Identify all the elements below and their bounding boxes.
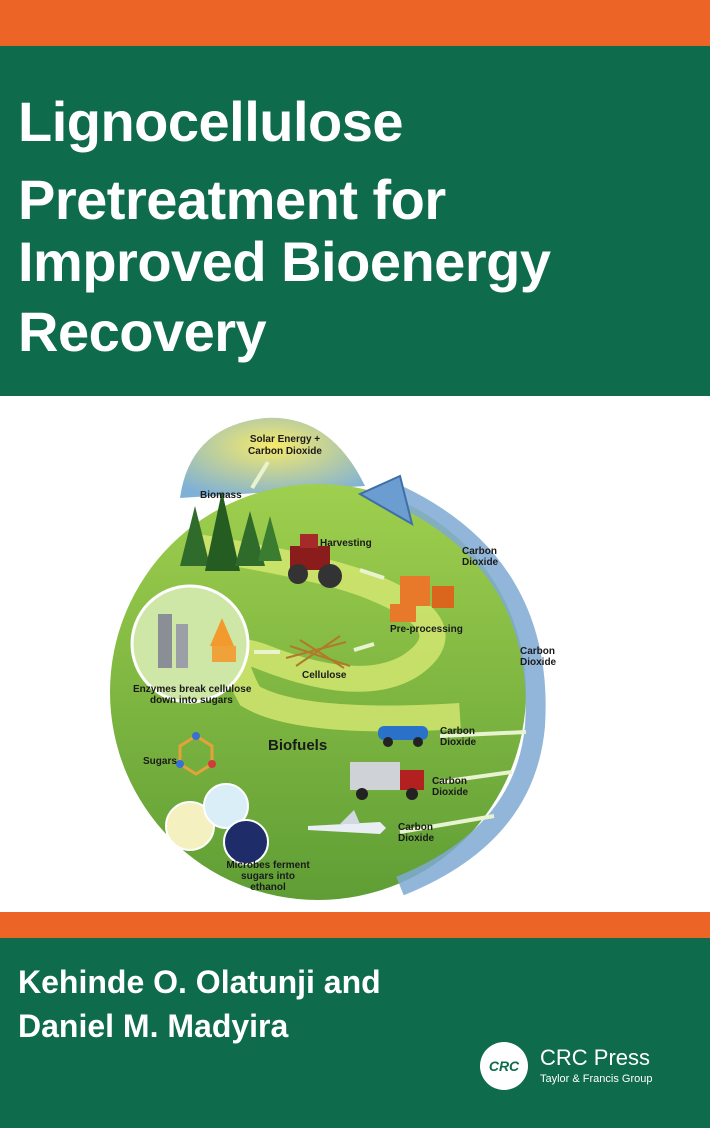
sky-dome — [180, 417, 365, 498]
top-orange-band — [0, 0, 710, 46]
sugar-molecule-icon — [176, 732, 216, 776]
co2-label-2a: Carbon — [520, 646, 555, 657]
cover-illustration: Solar Energy + Carbon Dioxide Biomass Ha… — [0, 396, 710, 912]
cellulose-label: Cellulose — [302, 670, 347, 681]
publisher-subtitle: Taylor & Francis Group — [540, 1073, 653, 1085]
flow-arrows — [250, 460, 527, 834]
co2-label-5a: Carbon — [398, 822, 433, 833]
author-line-1: Kehinde O. Olatunji and — [18, 964, 381, 1000]
microbe-circle-3 — [223, 819, 269, 865]
book-title-line-2: Pretreatment for — [18, 168, 446, 231]
co2-return-band — [395, 486, 546, 896]
middle-orange-band — [0, 912, 710, 938]
book-title-line-3: Improved Bioenergy — [18, 230, 551, 293]
co2-label-1b: Dioxide — [462, 557, 499, 568]
harvesting-label: Harvesting — [320, 538, 372, 549]
winding-road — [188, 533, 461, 732]
solar-label-2: Carbon Dioxide — [248, 446, 322, 457]
co2-label-4b: Dioxide — [432, 787, 469, 798]
co2-label-3b: Dioxide — [440, 737, 477, 748]
truck-icon — [350, 762, 424, 800]
book-title-line-4: Recovery — [18, 300, 267, 363]
microbe-circle-1 — [165, 801, 215, 851]
publisher-name: CRC Press — [540, 1045, 651, 1070]
microbes-label-3: ethanol — [250, 882, 286, 893]
forest-icon — [180, 491, 282, 571]
microbe-circle-2 — [203, 783, 249, 829]
cellulose-fibres-icon — [285, 635, 351, 669]
microbes-label-1: Microbes ferment — [226, 860, 310, 871]
co2-arrow-head — [357, 474, 414, 527]
co2-label-3a: Carbon — [440, 726, 475, 737]
co2-label-4a: Carbon — [432, 776, 467, 787]
author-panel: Kehinde O. Olatunji and Daniel M. Madyir… — [0, 938, 710, 1128]
crc-logo-icon: CRC — [480, 1042, 528, 1090]
microbes-label-2: sugars into — [241, 871, 295, 882]
enzymes-label-2: down into sugars — [150, 695, 233, 706]
biofuels-label: Biofuels — [268, 737, 327, 754]
publisher-mark: CRC CRC Press Taylor & Francis Group — [480, 1042, 690, 1092]
biomass-label: Biomass — [200, 490, 242, 501]
enzymes-label-1: Enzymes break cellulose — [133, 684, 252, 695]
airplane-icon — [308, 810, 386, 834]
solar-label-1: Solar Energy + — [250, 434, 320, 445]
preprocessing-label: Pre-processing — [390, 624, 463, 635]
co2-label-2b: Dioxide — [520, 657, 557, 668]
car-icon — [378, 726, 428, 747]
co2-label-5b: Dioxide — [398, 833, 435, 844]
book-title-line-1: Lignocellulose — [18, 90, 404, 153]
co2-label-1a: Carbon — [462, 546, 497, 557]
refinery-icon — [130, 584, 250, 704]
tractor-icon — [288, 534, 342, 588]
title-panel: Lignocellulose Pretreatment for Improved… — [0, 46, 710, 396]
author-line-2: Daniel M. Madyira — [18, 1008, 289, 1044]
sugars-label: Sugars — [143, 756, 177, 767]
biofuel-cycle-diagram: Solar Energy + Carbon Dioxide Biomass Ha… — [110, 417, 557, 900]
bales-icon — [390, 576, 454, 622]
